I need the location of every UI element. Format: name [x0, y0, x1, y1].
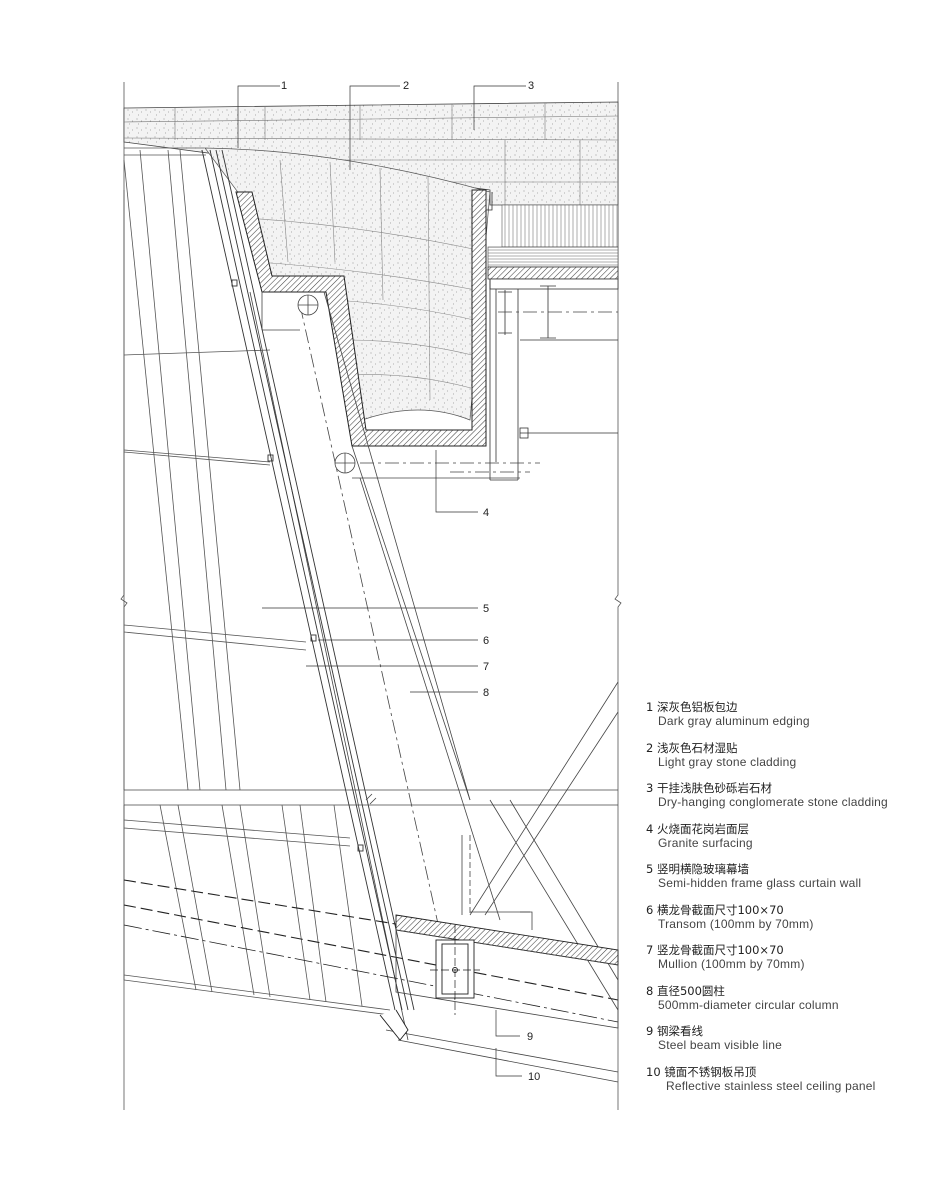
- legend-en-label: Light gray stone cladding: [658, 754, 797, 769]
- legend-num: 5: [646, 862, 654, 876]
- glass-curtain-wall: [123, 147, 307, 791]
- callout-2: 2: [403, 80, 409, 92]
- legend-item: 5 竖明横隐玻璃幕墙 Semi-hidden frame glass curta…: [646, 862, 931, 890]
- conglomerate-stone-band: [123, 101, 619, 206]
- legend-num: 3: [646, 781, 654, 795]
- light-gray-stone-cladding: [204, 147, 491, 421]
- legend-cn-label: 深灰色铝板包边: [656, 700, 738, 714]
- legend-item: 9 钢梁看线 Steel beam visible line: [646, 1024, 931, 1052]
- legend-cn-label: 直径500圆柱: [656, 983, 725, 998]
- callout-5: 5: [483, 603, 489, 615]
- callout-6: 6: [483, 635, 489, 647]
- legend-cn-label: 镜面不锈钢板吊顶: [664, 1064, 757, 1079]
- legend-cn-label: 火烧面花岗岩面层: [656, 821, 749, 836]
- beam-centerlines: [360, 311, 618, 473]
- legend-cn-label: 竖明横隐玻璃幕墙: [656, 862, 749, 876]
- leader-lines: [237, 85, 526, 1077]
- callout-3: 3: [528, 80, 534, 92]
- legend-num: 1: [646, 700, 654, 714]
- callout-1: 1: [281, 80, 287, 92]
- callout-8: 8: [483, 687, 489, 699]
- legend-en-label: Semi-hidden frame glass curtain wall: [658, 876, 862, 890]
- legend-en-label: 500mm-diameter circular column: [658, 997, 839, 1012]
- legend-cn-label: 干挂浅肤色砂砾岩石材: [656, 781, 772, 795]
- legend-item: 8 直径500圆柱 500mm-diameter circular column: [646, 984, 931, 1012]
- legend-item: 1 深灰色铝板包边 Dark gray aluminum edging: [646, 700, 931, 728]
- legend-item: 10 镜面不锈钢板吊顶 Reflective stainless steel c…: [646, 1065, 931, 1093]
- lower-slab: [379, 914, 619, 1083]
- ceiling-layers: [487, 204, 619, 280]
- legend-en-label: Steel beam visible line: [658, 1038, 782, 1052]
- legend-cn-label: 横龙骨截面尺寸100×70: [656, 902, 784, 917]
- legend-num: 7: [646, 943, 654, 957]
- legend-num: 8: [646, 983, 654, 998]
- legend-cn-label: 钢梁看线: [656, 1024, 703, 1038]
- steel-beam-section: [430, 925, 480, 1015]
- steel-diagonals: [461, 681, 619, 1011]
- mullion: [201, 149, 415, 1011]
- legend-en-label: Transom (100mm by 70mm): [658, 916, 814, 931]
- legend-en-label: Mullion (100mm by 70mm): [658, 957, 805, 971]
- lower-glazing: [123, 804, 391, 1016]
- legend: 1 深灰色铝板包边 Dark gray aluminum edging 2 浅灰…: [646, 700, 931, 1105]
- aluminum-edging: [235, 189, 493, 447]
- legend-cn-label: 竖龙骨截面尺寸100×70: [656, 943, 784, 957]
- legend-cn-label: 浅灰色石材湿贴: [656, 740, 738, 755]
- callout-labels: 1 2 3 4 5 6 7 8 9 10: [281, 80, 540, 1083]
- legend-item: 6 横龙骨截面尺寸100×70 Transom (100mm by 70mm): [646, 903, 931, 931]
- legend-en-label: Dry-hanging conglomerate stone cladding: [658, 795, 888, 809]
- legend-item: 7 竖龙骨截面尺寸100×70 Mullion (100mm by 70mm): [646, 943, 931, 971]
- horizontal-band: [124, 789, 618, 806]
- steel-structure-upper: [489, 278, 619, 481]
- callout-10: 10: [528, 1071, 540, 1083]
- legend-num: 2: [646, 740, 654, 755]
- legend-num: 4: [646, 821, 654, 836]
- legend-en-label: Granite surfacing: [658, 835, 753, 850]
- callout-9: 9: [527, 1031, 533, 1043]
- legend-num: 10: [646, 1064, 661, 1079]
- callout-4: 4: [483, 507, 489, 519]
- legend-num: 6: [646, 902, 654, 917]
- legend-num: 9: [646, 1024, 654, 1038]
- legend-item: 3 干挂浅肤色砂砾岩石材 Dry-hanging conglomerate st…: [646, 781, 931, 809]
- legend-item: 2 浅灰色石材湿贴 Light gray stone cladding: [646, 741, 931, 769]
- legend-item: 4 火烧面花岗岩面层 Granite surfacing: [646, 822, 931, 850]
- callout-7: 7: [483, 661, 489, 673]
- legend-en-label: Reflective stainless steel ceiling panel: [666, 1078, 876, 1093]
- legend-en-label: Dark gray aluminum edging: [658, 714, 810, 728]
